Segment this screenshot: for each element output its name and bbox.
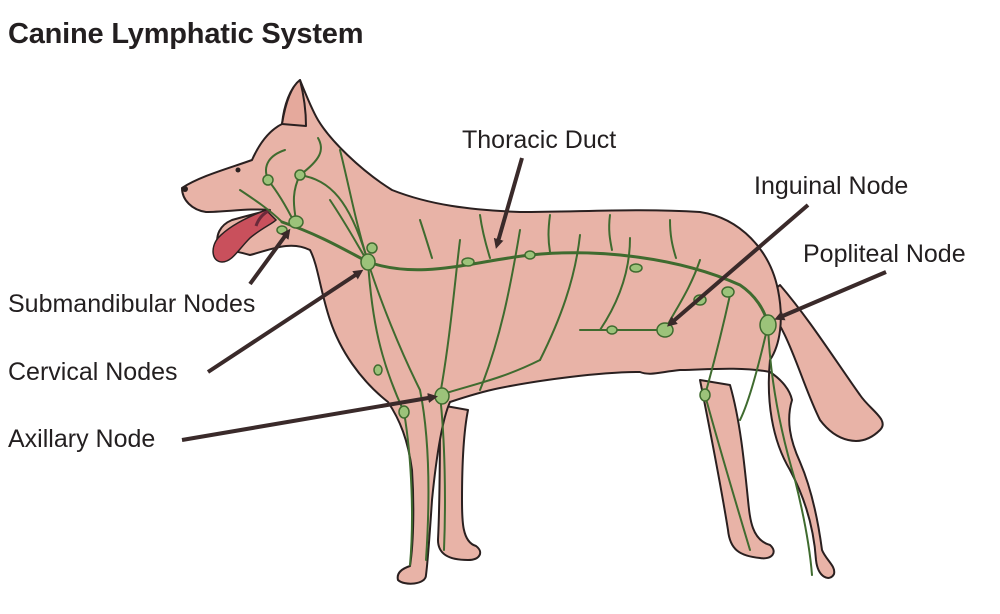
dog-body <box>181 79 884 585</box>
lymph-node <box>629 263 643 273</box>
label-inguinal-node: Inguinal Node <box>754 172 909 200</box>
lymph-node <box>461 257 475 267</box>
cervical-node <box>366 242 378 254</box>
axillary-node <box>434 387 450 405</box>
lymph-node <box>524 250 536 260</box>
cervical-node <box>360 253 376 271</box>
submandibular-node <box>288 215 304 229</box>
arrow-axillary-node <box>181 393 438 442</box>
popliteal-node <box>759 314 777 336</box>
leader-arrows <box>181 157 887 442</box>
head-node <box>262 174 274 186</box>
arrow-cervical-nodes <box>206 269 364 374</box>
label-popliteal-node: Popliteal Node <box>803 240 966 268</box>
lymph-node <box>398 405 410 419</box>
label-submandibular-nodes: Submandibular Nodes <box>8 290 256 318</box>
lymph-node <box>373 364 383 376</box>
dog-ear <box>281 79 307 127</box>
inguinal-node <box>656 322 674 338</box>
lymph-node <box>721 286 735 298</box>
lymph-node <box>699 388 711 402</box>
dog-tongue <box>212 209 278 263</box>
dog-hind-leg-far <box>699 379 775 560</box>
arrow-inguinal-node <box>666 203 810 327</box>
arrow-thoracic-duct <box>493 157 524 249</box>
dog-tail <box>761 284 884 442</box>
label-axillary-node: Axillary Node <box>8 425 156 453</box>
lymph-node <box>606 325 618 335</box>
label-cervical-nodes: Cervical Nodes <box>8 358 178 386</box>
head-node <box>294 169 306 181</box>
label-thoracic-duct: Thoracic Duct <box>462 126 617 154</box>
arrow-popliteal-node <box>774 270 887 321</box>
diagram-title: Canine Lymphatic System <box>8 18 364 50</box>
lymph-nodes <box>262 169 777 419</box>
arrow-submandibular-nodes <box>248 228 291 286</box>
dog-eye <box>235 167 241 173</box>
front-leg-vessel <box>367 261 430 561</box>
hind-leg-vessel <box>767 324 813 576</box>
dog-front-leg-far <box>437 404 482 561</box>
dog-nose <box>182 186 188 192</box>
